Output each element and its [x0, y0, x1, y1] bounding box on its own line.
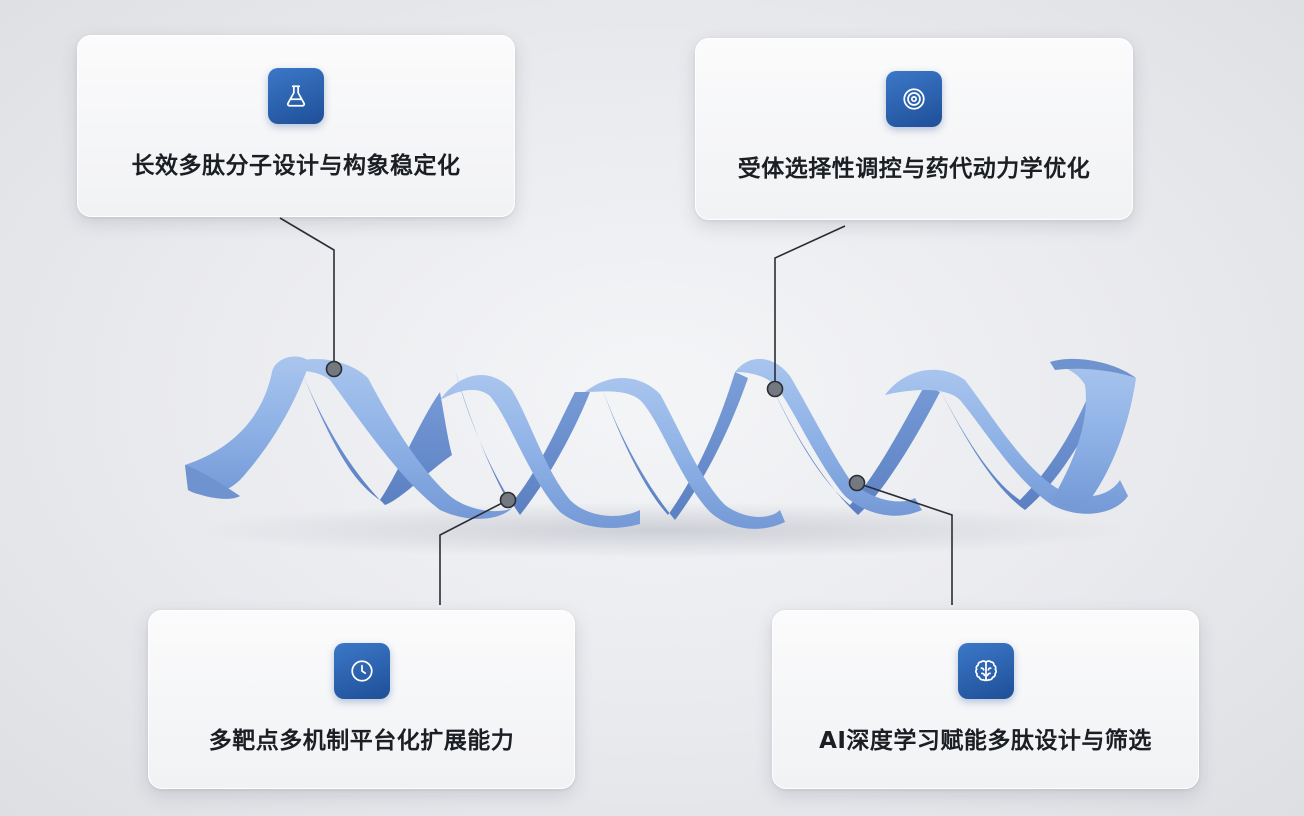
callout-label: 长效多肽分子设计与构象稳定化 [131, 153, 461, 179]
alpha-helix-ribbon [185, 356, 1136, 529]
leader-line-long-acting [279, 217, 335, 368]
anchor-dots [325, 360, 866, 509]
helix-shadow [190, 502, 1130, 558]
anchor-dot-multi-target [499, 491, 517, 509]
anchor-dot-ai [848, 474, 866, 492]
callout-label: AI深度学习赋能多肽设计与筛选 [819, 728, 1152, 754]
target-icon [886, 71, 942, 127]
callout-card-long-acting: 长效多肽分子设计与构象稳定化 [77, 35, 515, 217]
flask-icon [268, 68, 324, 124]
leader-lines [279, 217, 953, 605]
callout-label: 多靶点多机制平台化扩展能力 [208, 728, 515, 754]
anchor-dot-receptor [766, 380, 784, 398]
callout-card-receptor: 受体选择性调控与药代动力学优化 [695, 38, 1133, 220]
callout-label: 受体选择性调控与药代动力学优化 [737, 156, 1091, 182]
leader-line-multi-target [439, 499, 509, 605]
clock-icon [333, 643, 390, 699]
callout-card-multi-target: 多靶点多机制平台化扩展能力 [148, 610, 575, 789]
callout-card-ai: AI深度学习赋能多肽设计与筛选 [772, 610, 1199, 789]
leader-line-receptor [774, 225, 846, 388]
brain-icon [957, 643, 1014, 699]
anchor-dot-long-acting [325, 360, 343, 378]
leader-line-ai [856, 482, 953, 605]
